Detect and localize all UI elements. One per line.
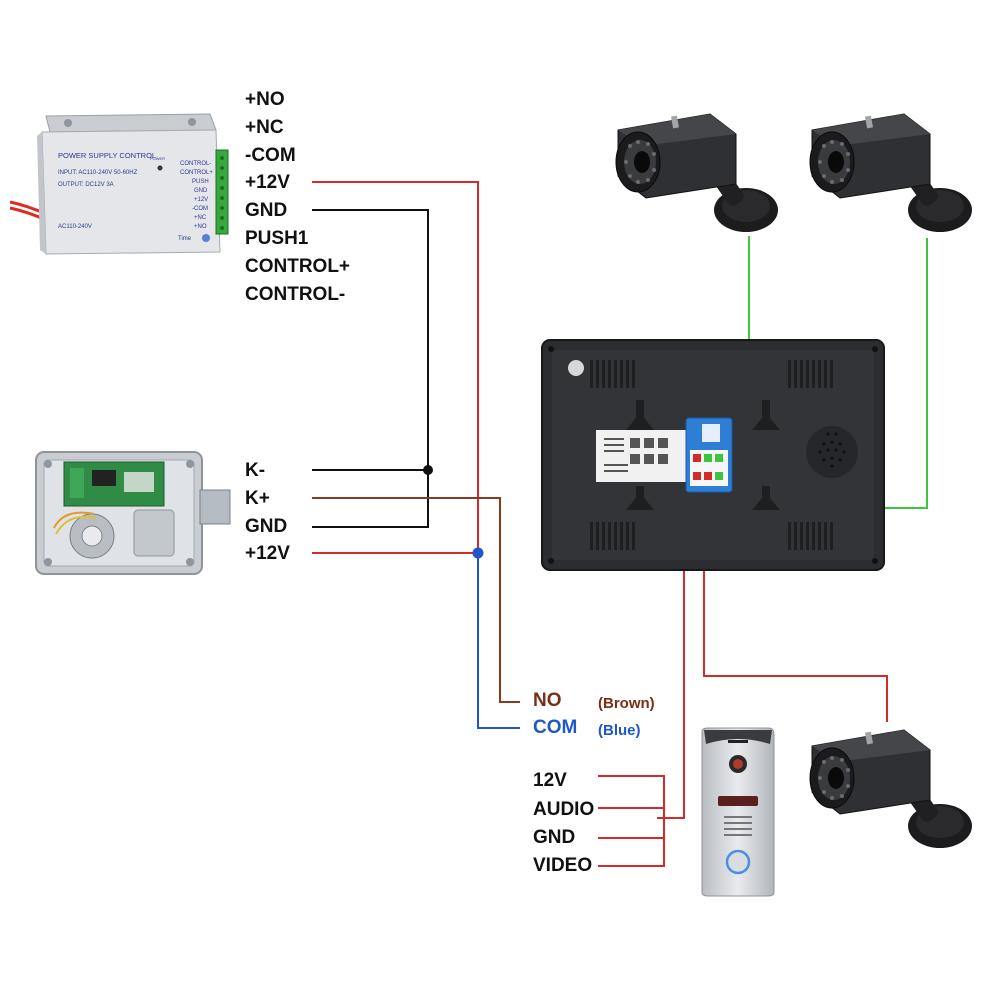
psu-side-terminal: GND <box>194 188 208 194</box>
exit-no-color-note: (Brown) <box>598 695 655 712</box>
junction-black <box>423 465 433 475</box>
junction-blue <box>472 547 484 559</box>
psu-terminal-no: +NO <box>245 89 285 110</box>
psu-terminal-push1: PUSH1 <box>245 228 309 249</box>
psu-terminal-nc: +NC <box>245 117 284 138</box>
door-terminal-12v: 12V <box>533 770 567 791</box>
power-supply-icon: POWER SUPPLY CONTROL POWER INPUT: AC110-… <box>10 113 229 255</box>
psu-side-terminal: CONTROL- <box>180 161 211 167</box>
wire-red-doorstation <box>657 462 685 819</box>
psu-time-label: Time <box>178 236 192 242</box>
psu-side-terminal: +NC <box>194 215 207 221</box>
lock-terminal-kplus: K+ <box>245 488 270 509</box>
wire-brown-no <box>312 497 520 703</box>
psu-side-terminal: PUSH <box>192 179 209 185</box>
wire-red-bracket <box>598 775 665 867</box>
exit-no-label: NO <box>533 690 562 711</box>
psu-power-label: POWER <box>150 156 165 161</box>
lock-terminal-12v: +12V <box>245 543 290 564</box>
wire-red-cam3 <box>703 490 888 722</box>
psu-input-spec: INPUT: AC110-240V 50-60HZ <box>58 170 138 176</box>
psu-terminal-control-plus: CONTROL+ <box>245 256 351 277</box>
door-terminal-audio: AUDIO <box>533 799 595 820</box>
psu-terminal-com: -COM <box>245 145 296 166</box>
door-intercom-icon <box>701 727 775 897</box>
cctv-bullet-camera-icon <box>809 113 972 232</box>
psu-side-terminal: +12V <box>194 197 208 203</box>
cctv-bullet-camera-icon <box>809 729 972 848</box>
exit-com-label: COM <box>533 717 578 738</box>
door-terminal-gnd: GND <box>533 827 576 848</box>
psu-output-spec: OUTPUT: DC12V 3A <box>58 182 114 188</box>
wire-black-gnd <box>312 209 429 528</box>
psu-side-terminal: -COM <box>192 206 208 212</box>
door-terminal-video: VIDEO <box>533 855 593 876</box>
psu-side-terminal: +NO <box>194 224 207 230</box>
indoor-monitor-back-icon <box>541 339 885 571</box>
lock-terminal-kminus: K- <box>245 460 266 481</box>
electric-lock-icon <box>35 451 231 575</box>
psu-terminal-gnd: GND <box>245 200 288 221</box>
cctv-bullet-camera-icon <box>615 113 778 232</box>
psu-title: POWER SUPPLY CONTROL <box>58 151 156 160</box>
exit-com-color-note: (Blue) <box>598 722 641 739</box>
psu-terminal-12v: +12V <box>245 172 290 193</box>
psu-side-terminal: CONTROL+ <box>180 170 213 176</box>
psu-terminal-control-minus: CONTROL- <box>245 284 346 305</box>
wire-red-12v <box>312 181 479 554</box>
wire-blue-com <box>477 553 520 729</box>
lock-terminal-gnd: GND <box>245 516 288 537</box>
psu-ac-label: AC110-240V <box>58 224 92 230</box>
